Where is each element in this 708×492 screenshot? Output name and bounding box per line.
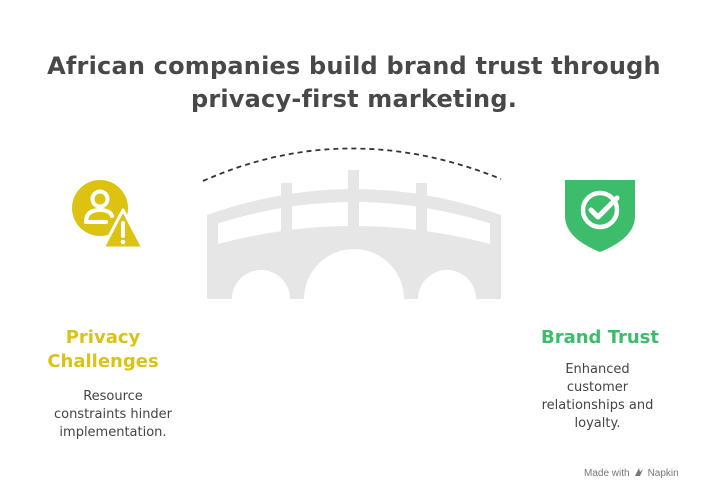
desc-line-1: Enhanced [565, 362, 630, 377]
heading-line-1: Privacy [65, 327, 141, 348]
napkin-brand: Napkin [647, 468, 679, 479]
desc-line-2: customer [566, 380, 629, 395]
made-with-label: Made with [584, 468, 630, 479]
desc-line-3: relationships and [541, 398, 654, 413]
bridge-icon [195, 135, 510, 309]
made-with-napkin-footer: Made with Napkin [584, 467, 679, 480]
desc-line-4: loyalty. [574, 416, 621, 431]
napkin-logo-icon [634, 467, 644, 480]
brand-trust-description: Enhanced customer relationships and loya… [525, 361, 670, 433]
diagram-title: African companies build brand trust thro… [0, 50, 708, 116]
title-line-2: privacy-first marketing. [190, 85, 518, 113]
desc-line-3: implementation. [59, 425, 167, 440]
desc-line-1: Resource [83, 389, 143, 404]
title-line-1: African companies build brand trust thro… [47, 52, 661, 80]
privacy-challenges-description: Resource constraints hinder implementati… [33, 388, 193, 442]
desc-line-2: constraints hinder [53, 407, 173, 422]
shield-check-icon [563, 180, 637, 258]
privacy-challenges-heading: Privacy Challenges [28, 326, 178, 374]
user-warning-icon [70, 178, 146, 258]
brand-trust-heading: Brand Trust [540, 327, 660, 348]
heading-line-2: Challenges [47, 351, 159, 372]
